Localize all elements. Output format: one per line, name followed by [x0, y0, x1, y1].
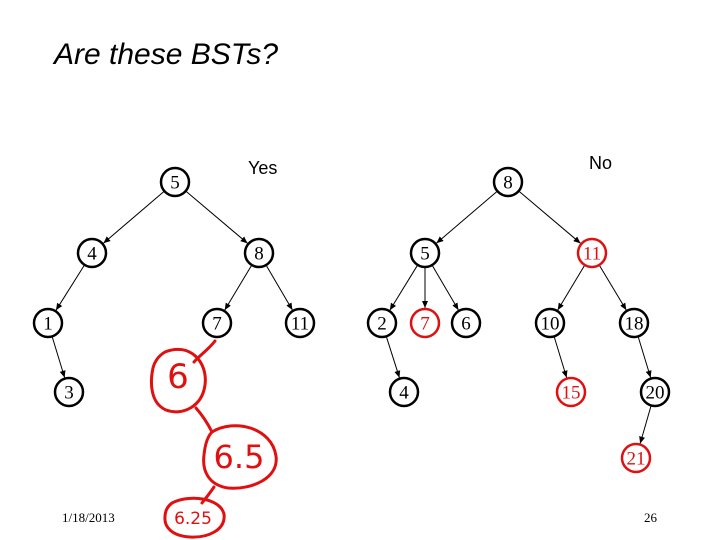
- tree-node: 5: [409, 237, 441, 269]
- tree-node: 1: [32, 307, 64, 339]
- tree-edge: [224, 264, 253, 311]
- node-circle: [576, 237, 608, 269]
- tree-edge: [51, 336, 66, 378]
- node-label: 4: [399, 383, 409, 404]
- tree-edge: [637, 336, 652, 378]
- edges-layer: [51, 190, 652, 444]
- node-label: 11: [583, 244, 601, 265]
- tree-edge: [431, 264, 459, 311]
- node-label: 4: [87, 244, 97, 265]
- slide-page-number: 26: [644, 510, 657, 525]
- tree-node: 2: [366, 307, 398, 339]
- nodes-layer: 5 4 8 1 7 11 3 8 5 11 2 7 6 10 18 4 15 20 21: [32, 166, 671, 474]
- tree-node: 20: [639, 376, 671, 408]
- tree-node: 8: [243, 237, 275, 269]
- ink-label-6: 6: [167, 357, 189, 397]
- tree-edge: [389, 264, 419, 311]
- tree-node: 7: [201, 307, 233, 339]
- node-circle: [366, 307, 398, 339]
- ink-label-6-25: 6.25: [174, 509, 212, 529]
- tree-edge: [639, 405, 652, 444]
- node-circle: [388, 376, 420, 408]
- tree-edge: [103, 190, 165, 244]
- tree-node: 5: [159, 166, 191, 198]
- node-circle: [555, 376, 587, 408]
- tree-node: 21: [620, 442, 652, 474]
- node-label: 7: [212, 314, 222, 335]
- tree-node: 11: [576, 237, 608, 269]
- tree-edge: [598, 264, 627, 311]
- tree-node: 3: [53, 376, 85, 408]
- node-circle: [53, 376, 85, 408]
- tree-node: 18: [618, 307, 650, 339]
- tree-node: 7: [409, 307, 441, 339]
- ink-connector: [192, 339, 217, 364]
- node-label: 21: [627, 449, 646, 470]
- ink-connector: [200, 485, 216, 505]
- node-label: 8: [254, 244, 264, 265]
- node-circle: [243, 237, 275, 269]
- node-label: 7: [420, 314, 430, 335]
- node-circle: [284, 307, 316, 339]
- node-circle: [159, 166, 191, 198]
- tree-edge: [385, 336, 401, 378]
- node-label: 3: [64, 383, 74, 404]
- tree-node: 11: [284, 307, 316, 339]
- node-label: 5: [170, 173, 180, 194]
- ink-circle-6: [150, 347, 207, 414]
- tree-node: 4: [76, 237, 108, 269]
- slide-title: Are these BSTs?: [54, 38, 279, 71]
- node-label: 2: [377, 314, 387, 335]
- right-tree-verdict: No: [589, 153, 613, 173]
- tree-node: 6: [450, 307, 482, 339]
- node-circle: [492, 166, 524, 198]
- node-circle: [534, 307, 566, 339]
- tree-edge: [518, 190, 581, 244]
- node-circle: [620, 442, 652, 474]
- tree-edge: [553, 336, 568, 378]
- node-label: 20: [646, 383, 665, 404]
- ink-connector: [194, 406, 214, 434]
- tree-edge: [265, 264, 293, 311]
- slide-date: 1/18/2013: [62, 510, 115, 525]
- node-label: 6: [461, 314, 471, 335]
- node-circle: [409, 237, 441, 269]
- node-label: 18: [625, 314, 644, 335]
- node-label: 15: [562, 383, 581, 404]
- tree-node: 4: [388, 376, 420, 408]
- node-circle: [32, 307, 64, 339]
- node-circle: [76, 237, 108, 269]
- node-circle: [618, 307, 650, 339]
- left-tree-verdict: Yes: [248, 158, 278, 178]
- ink-circle-6-5: [202, 424, 278, 490]
- node-label: 8: [503, 173, 513, 194]
- ink-circle-6-25: [163, 496, 226, 539]
- node-circle: [201, 307, 233, 339]
- node-label: 5: [420, 244, 430, 265]
- tree-node: 8: [492, 166, 524, 198]
- handwritten-annotations: 6 6.5 6.25: [150, 339, 278, 539]
- node-circle: [639, 376, 671, 408]
- tree-node: 10: [534, 307, 566, 339]
- tree-edge: [436, 190, 498, 244]
- ink-label-6-5: 6.5: [214, 438, 265, 476]
- node-label: 10: [541, 314, 560, 335]
- tree-edge: [55, 264, 85, 311]
- node-circle: [409, 307, 441, 339]
- tree-edge: [557, 264, 586, 311]
- tree-edge: [185, 190, 248, 244]
- node-circle: [450, 307, 482, 339]
- node-label: 1: [43, 314, 53, 335]
- node-label: 11: [291, 314, 309, 335]
- tree-node: 15: [555, 376, 587, 408]
